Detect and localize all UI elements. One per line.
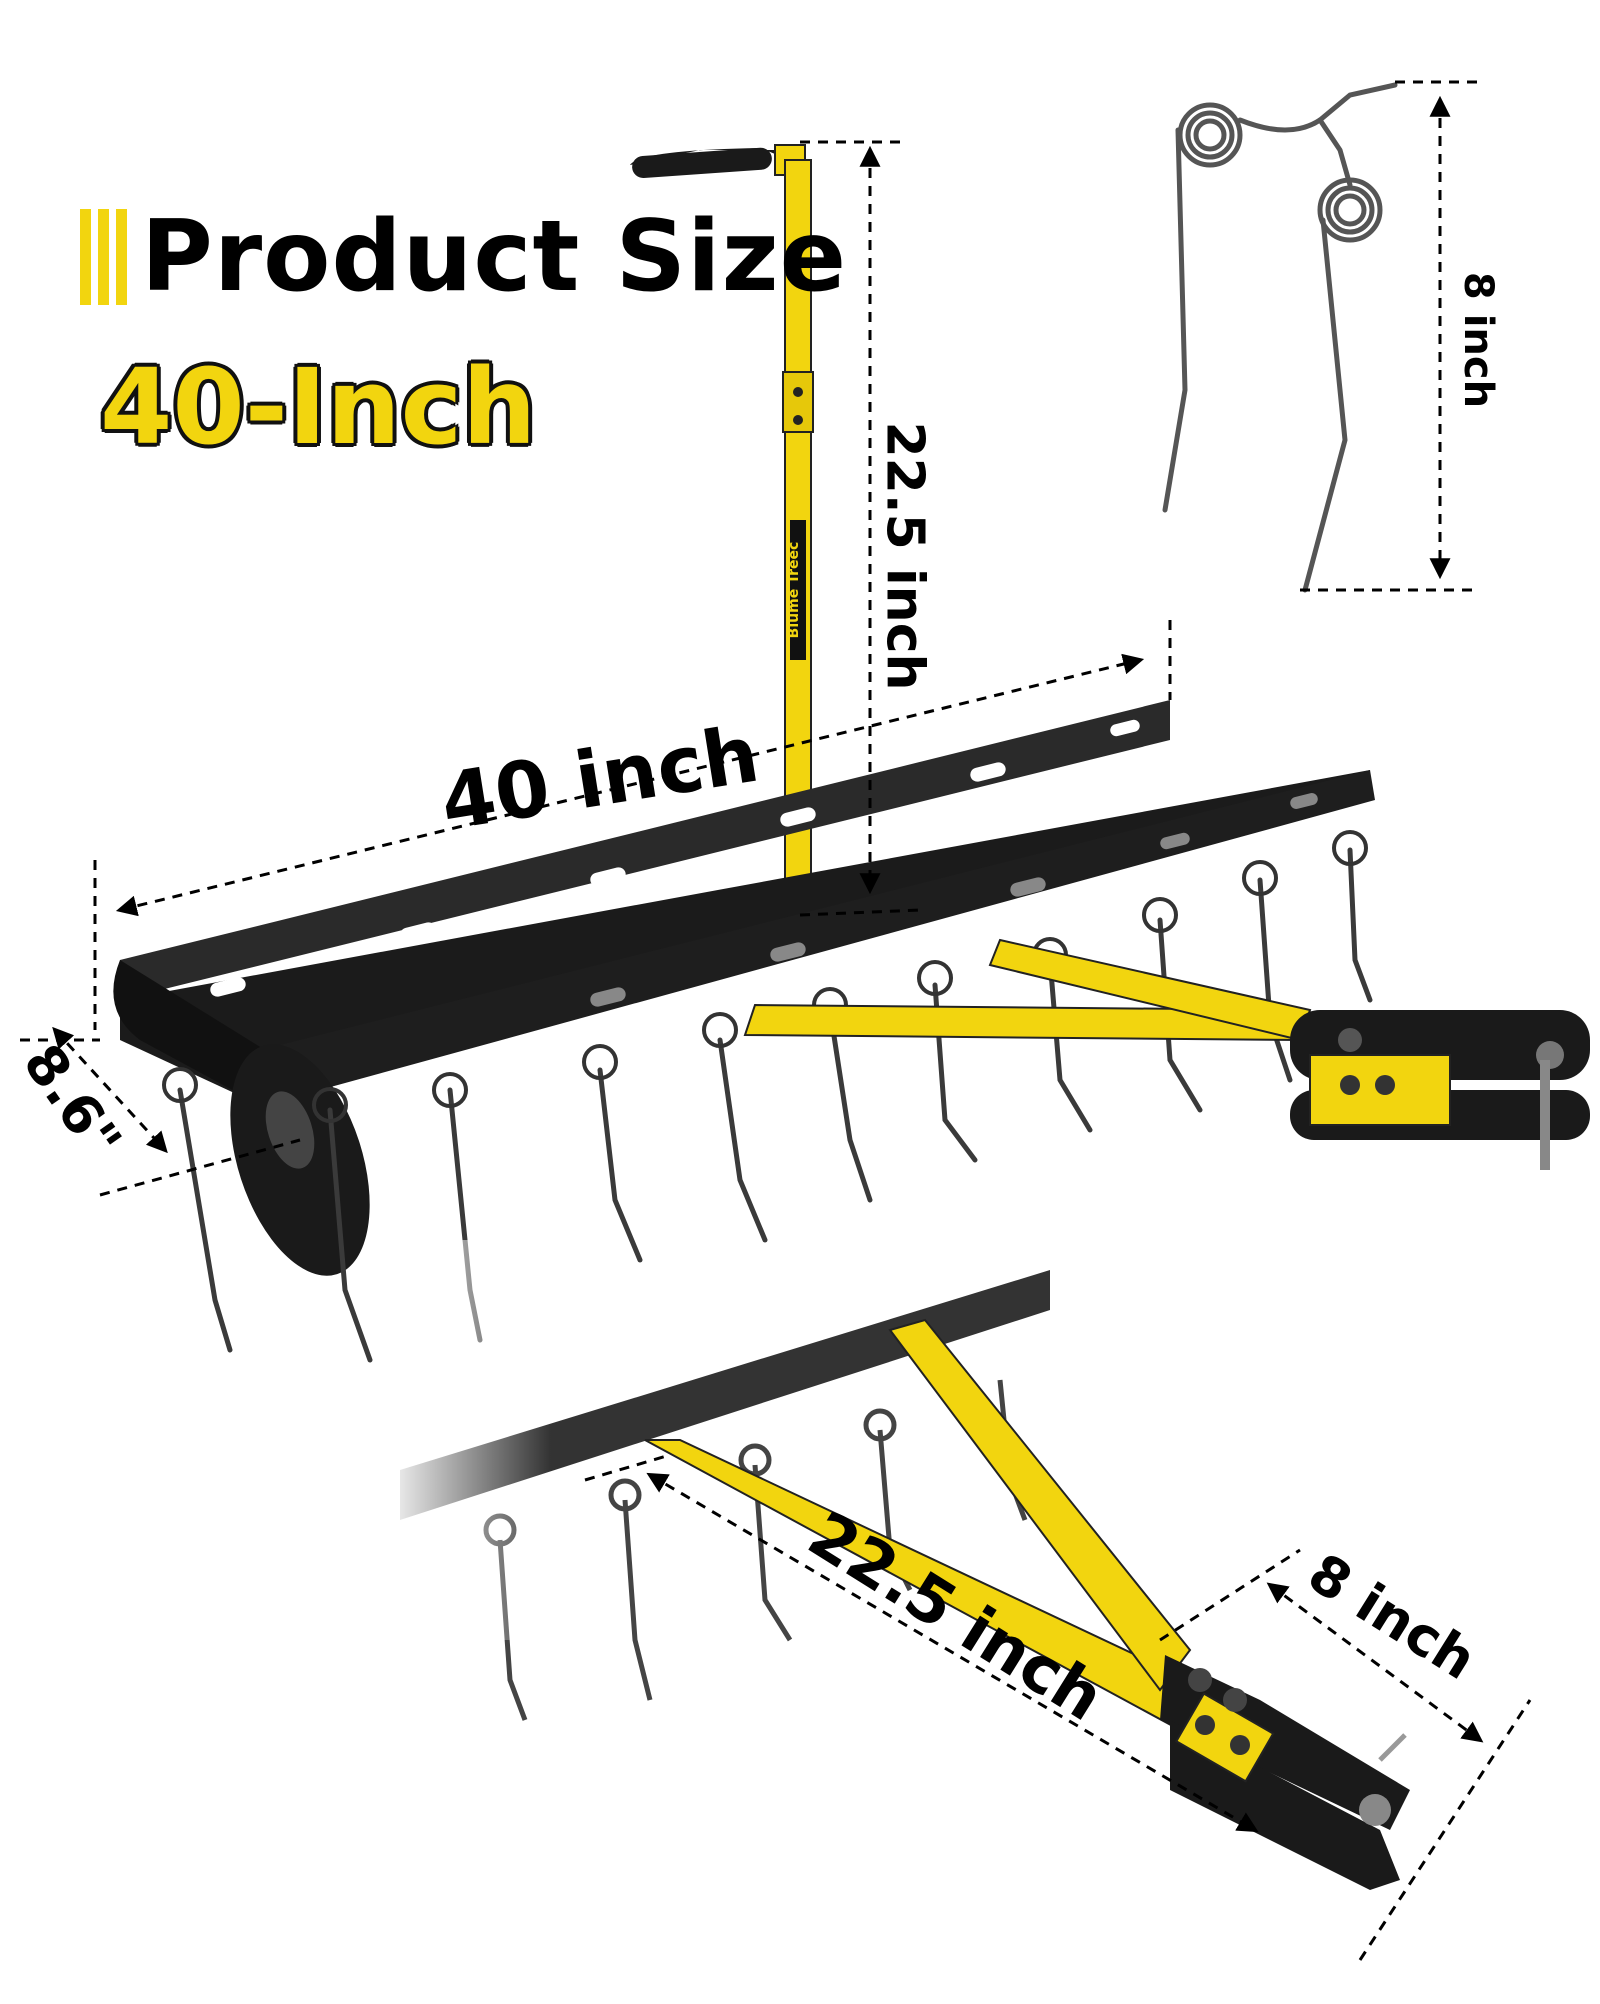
handle-height-label: 22.5 inch <box>874 421 935 691</box>
zoom-frame <box>380 1240 1050 1721</box>
heading: Product Size <box>80 208 847 306</box>
brand-logo: Blume Treec <box>786 542 802 639</box>
wheel <box>230 1044 370 1276</box>
tine-length-label: 8 inch <box>1455 271 1502 409</box>
tow-arm <box>743 938 1590 1170</box>
spring-tine-icon <box>1162 82 1398 593</box>
size-subtitle: 40-Inch <box>100 346 537 468</box>
accent-bars-icon <box>80 209 127 305</box>
page-title: Product Size <box>141 200 848 314</box>
dimension-lines <box>20 80 1532 1961</box>
